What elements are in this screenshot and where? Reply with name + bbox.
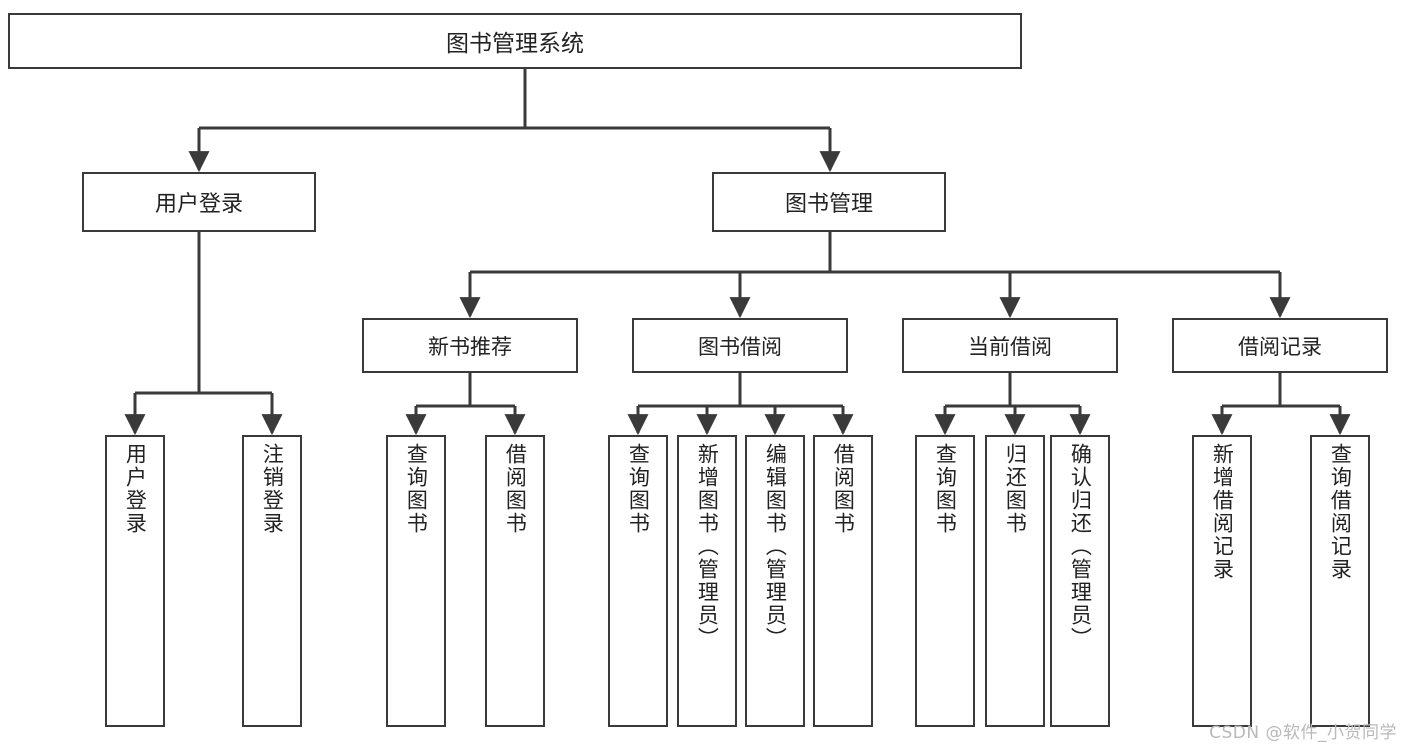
- node-leaf-query-book-newbooks[interactable]: 查询图书: [386, 435, 446, 727]
- node-leaf-query-borrow-record[interactable]: 查询借阅记录: [1310, 435, 1370, 727]
- node-leaf-query-book-current[interactable]: 查询图书: [915, 435, 975, 727]
- node-root-label: 图书管理系统: [446, 31, 584, 57]
- node-book-borrow[interactable]: 图书借阅: [632, 318, 848, 373]
- node-leaf-label: 注销登录: [260, 443, 285, 535]
- node-book-management[interactable]: 图书管理: [712, 172, 946, 232]
- node-leaf-user-login[interactable]: 用户登录: [105, 435, 165, 727]
- node-leaf-label: 新增图书（管理员）: [695, 443, 720, 650]
- node-leaf-add-book-admin[interactable]: 新增图书（管理员）: [677, 435, 737, 727]
- node-new-book-recommend-label: 新书推荐: [428, 334, 512, 359]
- node-current-borrow[interactable]: 当前借阅: [902, 318, 1118, 373]
- node-new-book-recommend[interactable]: 新书推荐: [362, 318, 578, 373]
- node-leaf-label: 归还图书: [1003, 443, 1028, 535]
- node-book-management-label: 图书管理: [784, 192, 873, 217]
- node-user-login-label: 用户登录: [154, 192, 243, 217]
- node-leaf-label: 查询借阅记录: [1328, 443, 1353, 581]
- node-leaf-label: 借阅图书: [503, 443, 528, 535]
- node-leaf-label: 确认归还（管理员）: [1068, 443, 1093, 650]
- node-leaf-query-book-borrow[interactable]: 查询图书: [608, 435, 668, 727]
- node-leaf-label: 查询图书: [933, 443, 958, 535]
- node-leaf-confirm-return-admin[interactable]: 确认归还（管理员）: [1050, 435, 1110, 727]
- watermark: CSDN @软件_小贺同学: [1209, 723, 1397, 743]
- node-book-borrow-label: 图书借阅: [698, 334, 782, 359]
- node-leaf-label: 查询图书: [404, 443, 429, 535]
- node-root-system[interactable]: 图书管理系统: [8, 13, 1022, 69]
- node-leaf-return-book[interactable]: 归还图书: [985, 435, 1045, 727]
- node-borrow-records[interactable]: 借阅记录: [1172, 318, 1388, 373]
- node-leaf-label: 借阅图书: [831, 443, 856, 535]
- node-current-borrow-label: 当前借阅: [968, 334, 1052, 359]
- node-leaf-label: 用户登录: [123, 443, 148, 535]
- node-leaf-borrow-book[interactable]: 借阅图书: [813, 435, 873, 727]
- node-borrow-records-label: 借阅记录: [1238, 334, 1322, 359]
- node-leaf-logout[interactable]: 注销登录: [242, 435, 302, 727]
- node-leaf-label: 查询图书: [626, 443, 651, 535]
- node-leaf-label: 新增借阅记录: [1210, 443, 1235, 581]
- node-leaf-edit-book-admin[interactable]: 编辑图书（管理员）: [745, 435, 805, 727]
- node-user-login[interactable]: 用户登录: [82, 172, 316, 232]
- node-leaf-add-borrow-record[interactable]: 新增借阅记录: [1192, 435, 1252, 727]
- node-leaf-borrow-book-newbooks[interactable]: 借阅图书: [485, 435, 545, 727]
- node-leaf-label: 编辑图书（管理员）: [763, 443, 788, 650]
